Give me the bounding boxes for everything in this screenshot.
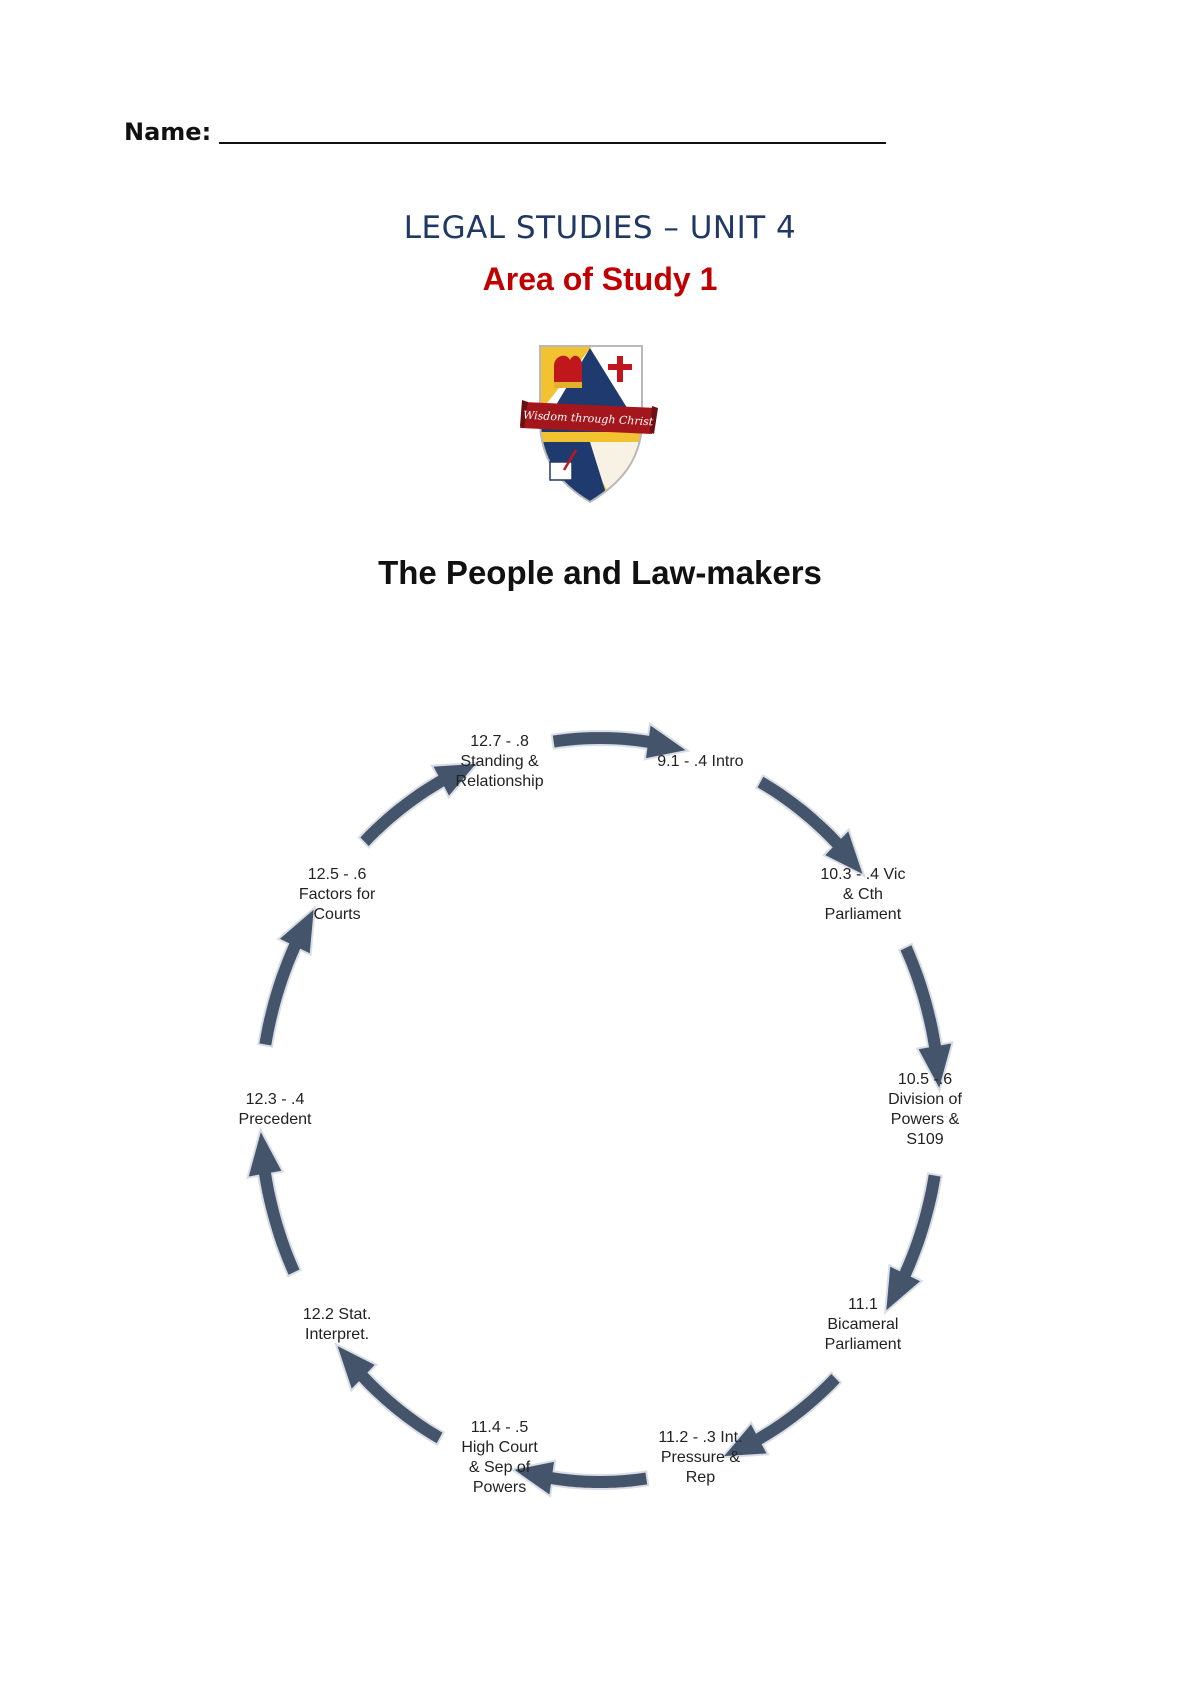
cycle-node-8: 12.3 - .4 Precedent	[238, 1091, 312, 1128]
name-label: Name:	[124, 118, 212, 146]
cycle-node-5: 11.2 - .3 Int. Pressure & Rep	[658, 1428, 743, 1486]
cycle-node-3: 10.5 -.6 Division of Powers & S109	[888, 1071, 962, 1148]
cycle-node-7: 12.2 Stat. Interpret.	[302, 1305, 372, 1343]
unit-title: LEGAL STUDIES – UNIT 4	[403, 210, 797, 246]
cycle-arrow-8	[257, 905, 317, 1048]
document-title: The People and Law-makers	[378, 554, 822, 591]
cycle-node-4: 11.1 Bicameral Parliament	[824, 1295, 902, 1353]
cycle-arrow-5	[509, 1459, 650, 1498]
cycle-arrow-2	[898, 942, 954, 1094]
cycle-arrow-7	[246, 1126, 302, 1278]
cycle-arrow-10	[550, 722, 691, 761]
cycle-arrow-3	[883, 1172, 943, 1315]
name-blank-line[interactable]	[219, 142, 887, 144]
area-of-study-title: Area of Study 1	[482, 261, 718, 297]
school-crest-logo: Wisdom through Christ	[520, 345, 658, 504]
cycle-node-6: 11.4 - .5 High Court & Sep of Powers	[461, 1418, 538, 1496]
cycle-arrow-4	[719, 1371, 843, 1459]
cycle-node-2: 10.3 - .4 Vic & Cth Parliament	[820, 866, 906, 924]
cycle-node-1: 9.1 - .4 Intro	[657, 753, 744, 771]
cycle-node-9: 12.5 - .6 Factors for Courts	[298, 866, 376, 924]
name-field[interactable]: Name:	[124, 118, 887, 146]
cycle-arrow-1	[754, 774, 866, 878]
cycle-node-10: 12.7 - .8 Standing & Relationship	[455, 733, 544, 791]
cycle-arrow-6	[334, 1342, 446, 1446]
cycle-arrow-9	[357, 761, 481, 849]
